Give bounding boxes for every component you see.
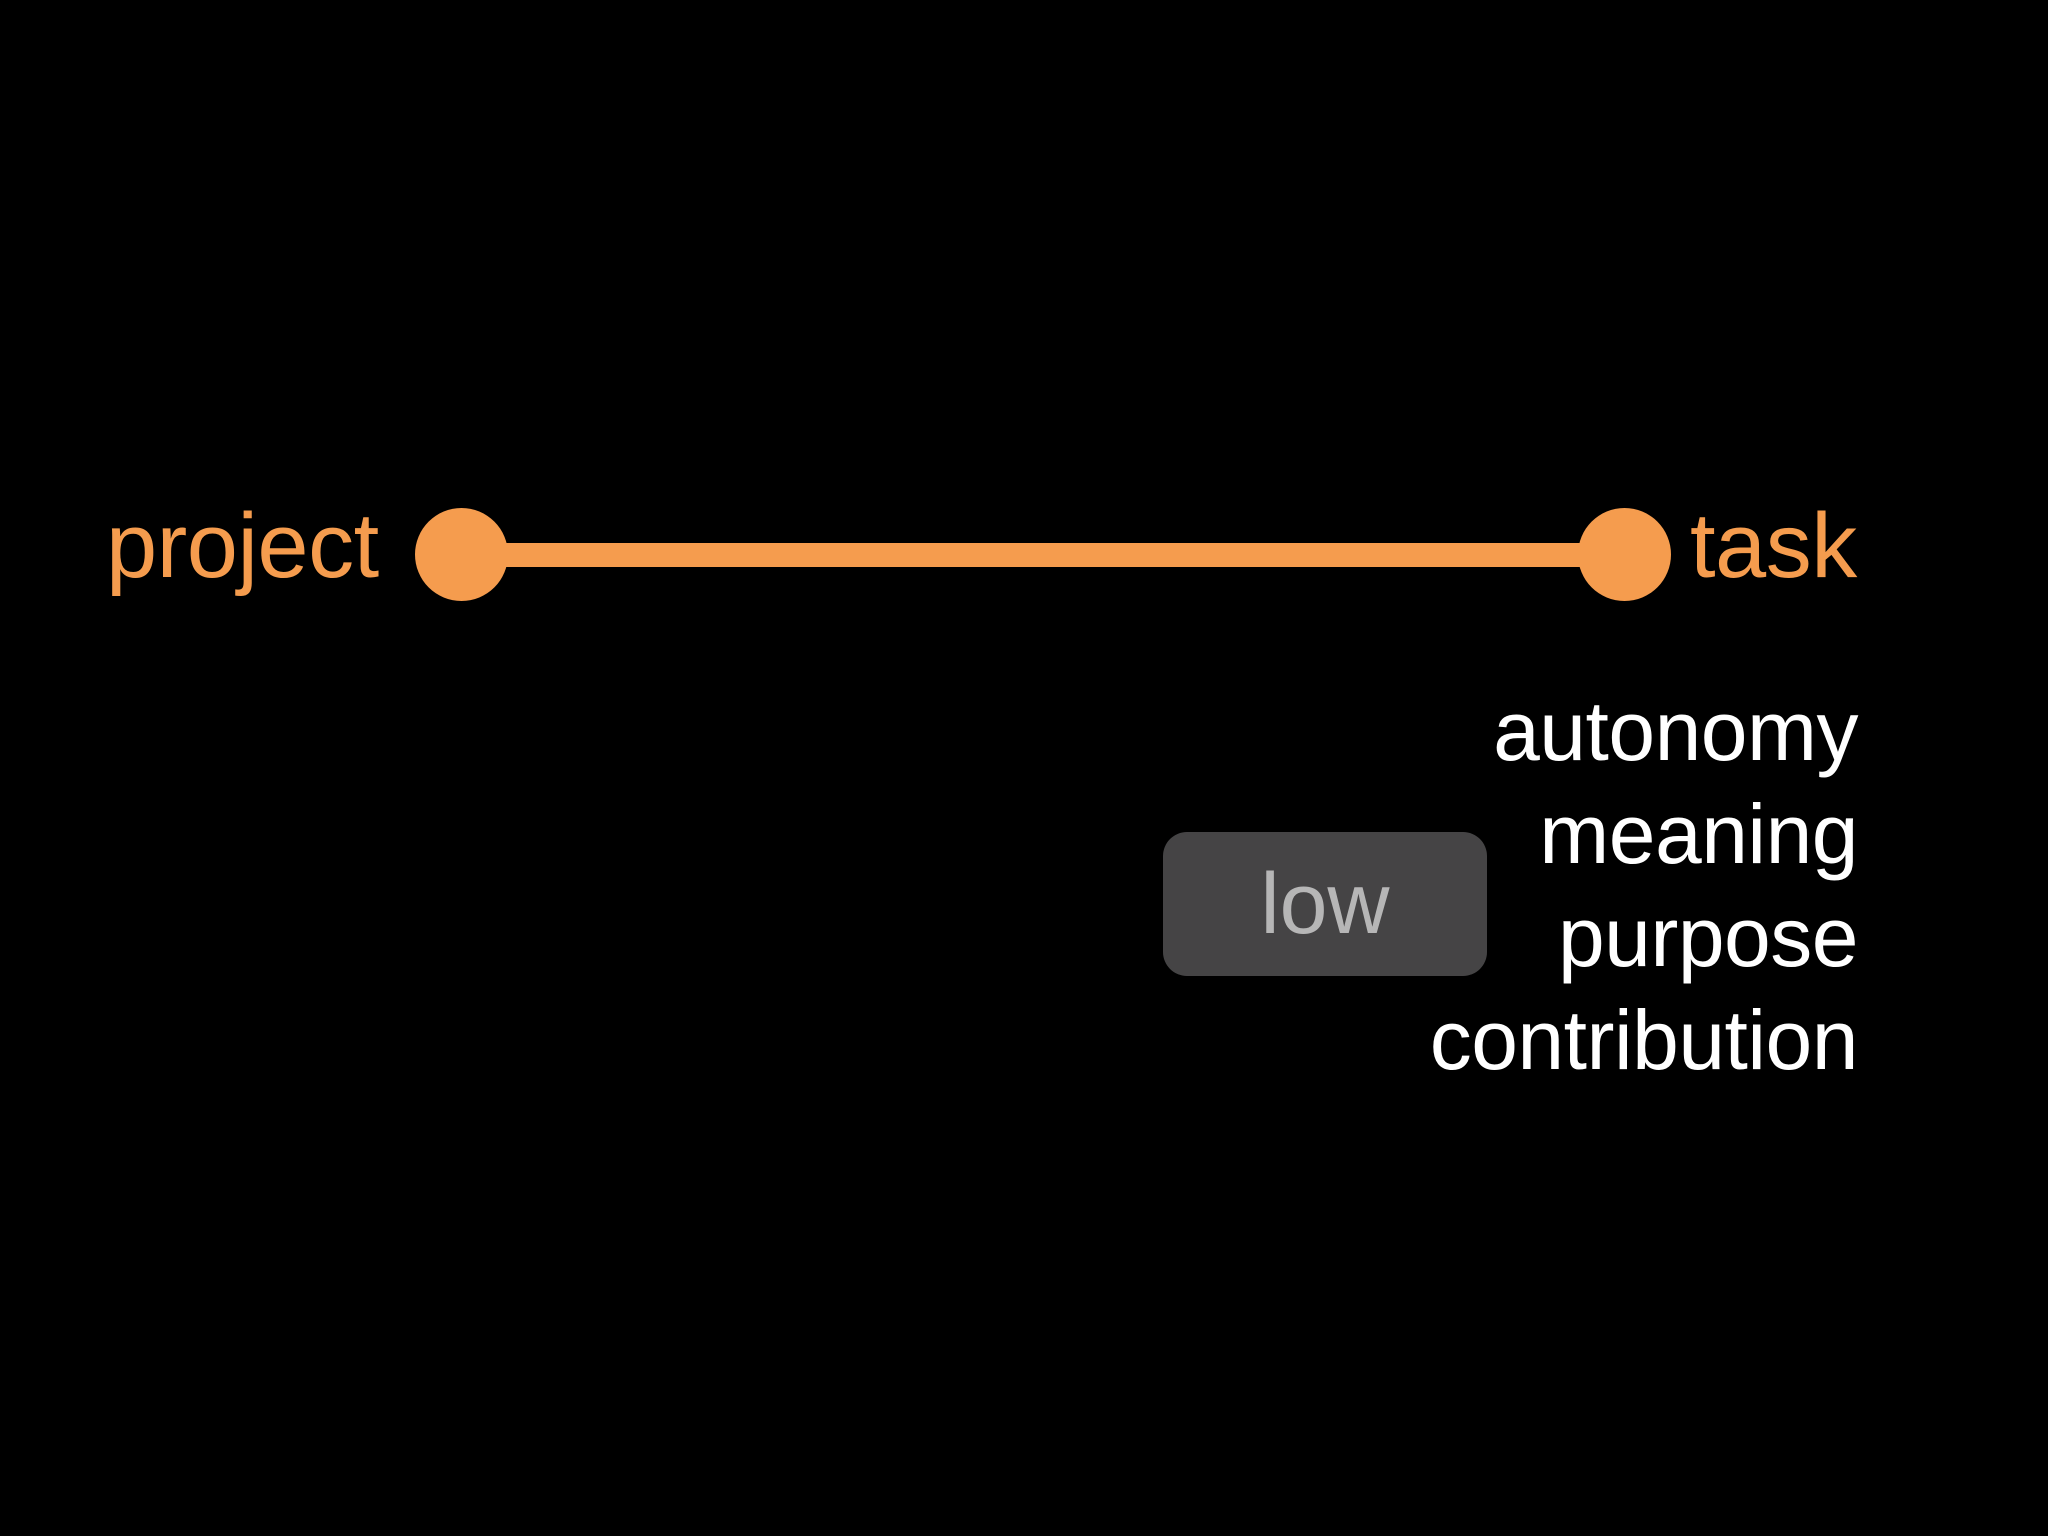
spectrum-label-task: task bbox=[1690, 495, 1857, 597]
spectrum-connector-line bbox=[462, 543, 1624, 567]
attribute-list: autonomy meaning purpose contribution bbox=[958, 680, 1859, 1092]
attribute-item-purpose: purpose bbox=[1557, 890, 1859, 984]
low-badge[interactable]: low bbox=[1163, 832, 1487, 976]
spectrum-label-project: project bbox=[106, 495, 379, 597]
low-badge-label: low bbox=[1260, 856, 1390, 952]
attribute-item-meaning: meaning bbox=[1539, 787, 1858, 881]
spectrum-node-task[interactable] bbox=[1578, 508, 1671, 601]
attribute-item-contribution: contribution bbox=[1429, 993, 1859, 1087]
spectrum-node-project[interactable] bbox=[415, 508, 508, 601]
attribute-item-autonomy: autonomy bbox=[1493, 684, 1858, 778]
